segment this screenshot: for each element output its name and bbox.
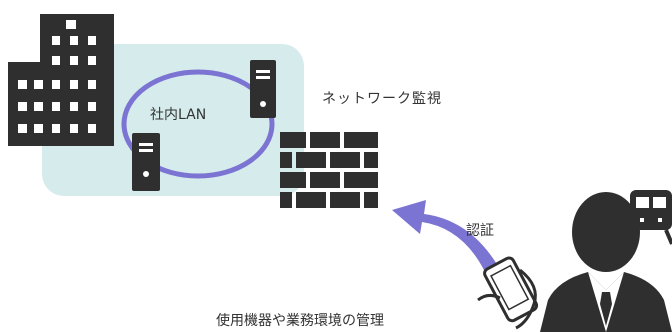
network-monitoring-label: ネットワーク監視 [322, 91, 442, 107]
auth-arrow [392, 200, 498, 270]
server-icon [132, 133, 160, 191]
businessman-icon [540, 192, 672, 332]
lan-ring [121, 69, 275, 179]
office-building-icon [8, 14, 114, 146]
smartphone-icon [477, 256, 539, 330]
server-icon [250, 60, 276, 118]
firewall-icon [280, 132, 378, 208]
lan-label: 社内LAN [150, 107, 207, 123]
device-management-label: 使用機器や業務環境の管理 [216, 313, 384, 329]
authentication-label: 認証 [466, 223, 494, 239]
train-icon [628, 190, 672, 245]
